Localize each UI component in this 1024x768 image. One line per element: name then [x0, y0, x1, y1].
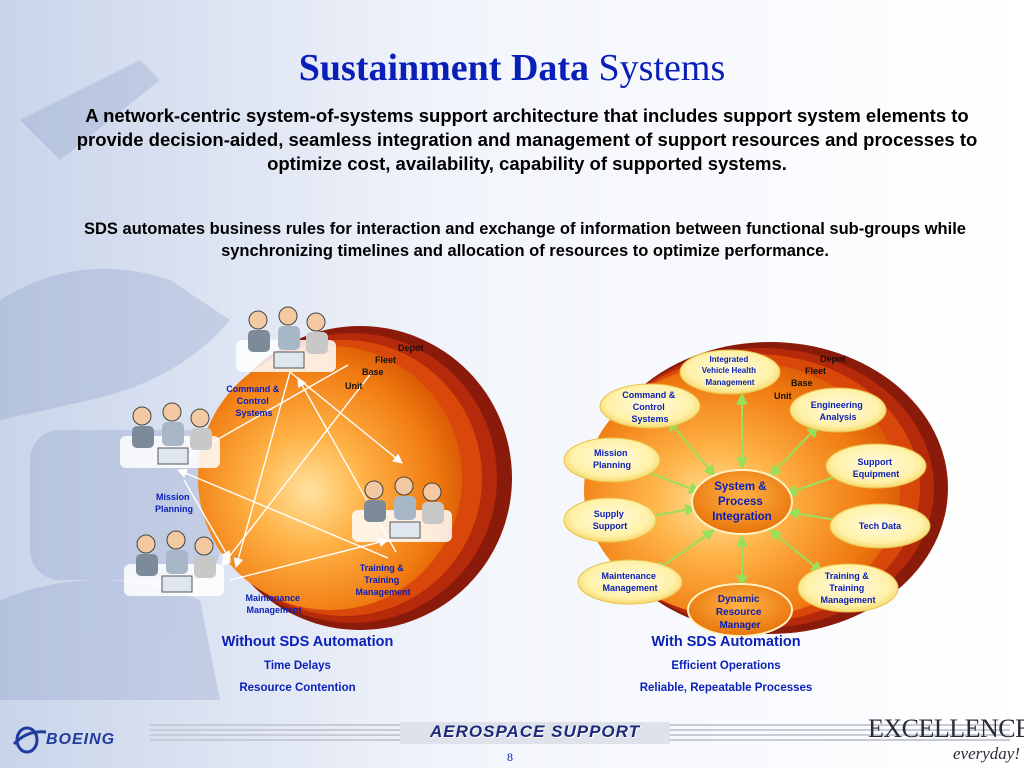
footer-stripes	[150, 722, 1010, 744]
node-support-equipment: Support Equipment	[825, 443, 927, 489]
left-diagram: Depot Fleet Base Unit Command & Control …	[120, 306, 512, 630]
node-command: Command & Control Systems	[599, 383, 701, 429]
page-number: 8	[507, 750, 513, 764]
svg-text:Support Equipment: Support Equipment	[853, 457, 900, 479]
worker-group-icon	[236, 306, 336, 372]
right-point-2: Reliable, Repeatable Processes	[639, 682, 813, 694]
node-ivhm: Integrated Vehicle Health Management	[679, 349, 781, 395]
right-diagram: Depot Fleet Base Unit System & Process I…	[563, 342, 948, 637]
excellence-label: EXCELLENCE	[868, 714, 1024, 743]
left-point-1: Time Delays	[264, 660, 331, 672]
right-point-1: Efficient Operations	[671, 660, 781, 672]
node-engineering: Engineering Analysis	[789, 387, 887, 433]
left-label-training: Training & Training Management	[355, 563, 410, 597]
worker-group-icon	[124, 530, 224, 596]
aerospace-support-label: AEROSPACE SUPPORT	[429, 722, 641, 741]
node-maintenance: Maintenance Management	[577, 559, 683, 605]
everyday-label: everyday!	[952, 744, 1020, 763]
worker-group-icon	[120, 402, 220, 468]
svg-text:Tech Data: Tech Data	[859, 521, 902, 531]
worker-group-icon	[352, 476, 452, 542]
right-caption: With SDS Automation	[651, 634, 801, 650]
left-point-2: Resource Contention	[239, 682, 356, 694]
hub-oval	[691, 469, 793, 535]
boeing-logo: BOEING	[12, 718, 162, 758]
svg-text:Dynamic Resource: Dynamic Resource Manager	[716, 594, 764, 631]
svg-text:Training & Training: Training & Training Management	[820, 571, 875, 605]
svg-text:Integrated Vehicle Hea: Integrated Vehicle Health Management	[702, 355, 758, 387]
left-caption: Without SDS Automation	[221, 634, 394, 650]
left-echelon-base: Base	[362, 367, 384, 377]
right-echelon-fleet: Fleet	[805, 366, 826, 376]
left-echelon-unit: Unit	[345, 381, 363, 391]
svg-text:Engineering Analysis: Engineering Analysis	[811, 400, 866, 422]
left-label-maintenance: Maintenance Management	[245, 593, 302, 615]
right-echelon-unit: Unit	[774, 391, 792, 401]
footer: BOEING AEROSPACE SUPPORT EXCELLENCE ever…	[0, 712, 1024, 768]
hub-label: System & Process Integration	[712, 481, 771, 523]
left-label-command: Command & Control Systems	[226, 384, 282, 418]
title-part-1: Sustainment Data	[298, 47, 590, 89]
node-mission: Mission Planning	[563, 437, 661, 483]
boeing-logo-text: BOEING	[46, 731, 115, 748]
left-label-mission: Mission Planning	[155, 492, 193, 514]
svg-text:Mission Planning: Mission Planning	[593, 448, 631, 470]
node-training: Training & Training Management	[797, 563, 899, 613]
left-echelon-fleet: Fleet	[375, 355, 396, 365]
page-title: Sustainment Data Systems	[0, 44, 1024, 92]
svg-text:Supply Support: Supply Support	[593, 509, 628, 531]
node-supply: Supply Support	[563, 497, 657, 543]
right-echelon-base: Base	[791, 378, 813, 388]
svg-text:Command & Control: Command & Control Systems	[622, 390, 678, 424]
svg-text:Maintenance Management: Maintenance Management	[601, 571, 658, 593]
node-dynamic-resource-manager: Dynamic Resource Manager	[687, 583, 793, 637]
automation-paragraph: SDS automates business rules for interac…	[84, 220, 966, 260]
boeing-symbol-icon: BOEING	[12, 726, 115, 754]
right-echelon-depot: Depot	[820, 354, 846, 364]
intro-paragraph: A network-centric system-of-systems supp…	[76, 105, 978, 174]
title-part-2: Systems	[598, 47, 726, 89]
node-tech-data: Tech Data	[829, 503, 931, 549]
left-echelon-depot: Depot	[398, 343, 424, 353]
